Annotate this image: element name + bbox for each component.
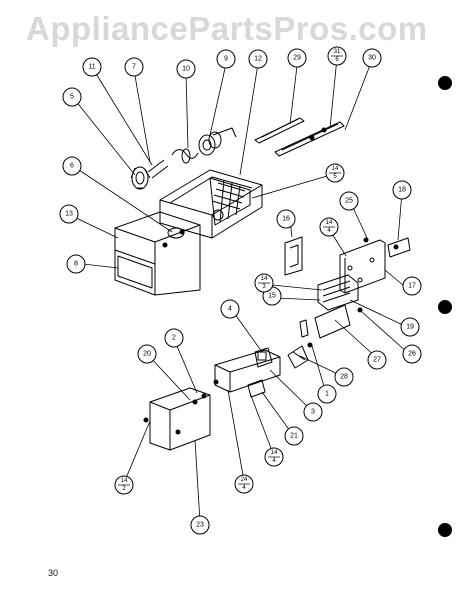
callout-29-label: 29 bbox=[293, 55, 301, 62]
callout-21-label: 21 bbox=[290, 433, 298, 440]
callout-1: 1 bbox=[317, 384, 337, 404]
callout-26-label: 26 bbox=[408, 351, 416, 358]
fraction-callout-24-4: 244 bbox=[234, 474, 254, 494]
callout-2-label: 2 bbox=[172, 335, 176, 342]
callout-18: 18 bbox=[392, 180, 412, 200]
callout-16: 16 bbox=[276, 209, 296, 229]
callout-12-label: 12 bbox=[254, 56, 262, 63]
fraction-14-4b-num: 14 bbox=[271, 450, 278, 456]
callout-13: 13 bbox=[59, 204, 79, 224]
fraction-callout-14-4-lower: 144 bbox=[264, 447, 284, 467]
fraction-14-4b-den: 4 bbox=[272, 458, 276, 464]
callout-3: 3 bbox=[303, 402, 323, 422]
callout-2: 2 bbox=[164, 328, 184, 348]
fraction-callout-14-5: 145 bbox=[325, 163, 345, 183]
callout-17-label: 17 bbox=[408, 283, 416, 290]
fraction-14-5-num: 14 bbox=[332, 166, 339, 172]
callout-6-label: 6 bbox=[70, 163, 74, 170]
fraction-31-6-den: 6 bbox=[335, 57, 339, 63]
binder-hole-bottom bbox=[438, 523, 452, 537]
callout-8: 8 bbox=[66, 254, 86, 274]
watermark: AppliancePartsPros.com bbox=[26, 10, 428, 47]
fraction-callout-14-3: 143 bbox=[254, 273, 274, 293]
control-module bbox=[143, 347, 281, 451]
callout-3-label: 3 bbox=[311, 409, 315, 416]
fraction-24-4-num: 24 bbox=[241, 477, 248, 483]
fraction-14-3-den: 3 bbox=[262, 284, 266, 290]
callout-16-label: 16 bbox=[282, 216, 290, 223]
fraction-14-4a-den: 4 bbox=[327, 228, 331, 234]
callout-18-label: 18 bbox=[398, 187, 406, 194]
fraction-14-2-den: 2 bbox=[122, 486, 126, 492]
leader-lines bbox=[71, 57, 409, 523]
callout-15-label: 15 bbox=[268, 293, 276, 300]
callout-7: 7 bbox=[124, 57, 144, 77]
callout-4-label: 4 bbox=[228, 306, 232, 313]
fraction-14-3-num: 14 bbox=[261, 276, 268, 282]
drive-gear-assembly bbox=[130, 127, 237, 190]
callout-20-label: 20 bbox=[143, 351, 151, 358]
callout-30: 30 bbox=[362, 48, 382, 68]
binder-hole-top bbox=[438, 76, 452, 90]
callout-1-label: 1 bbox=[325, 391, 329, 398]
ice-maker-body bbox=[159, 169, 263, 248]
callout-25: 25 bbox=[339, 191, 359, 211]
fraction-callout-14-2: 142 bbox=[114, 475, 134, 495]
callout-28-label: 28 bbox=[340, 374, 348, 381]
callout-27: 27 bbox=[367, 350, 387, 370]
callout-13-label: 13 bbox=[65, 211, 73, 218]
callout-10: 10 bbox=[176, 59, 196, 79]
callout-20: 20 bbox=[137, 344, 157, 364]
callout-28: 28 bbox=[334, 367, 354, 387]
callout-8-label: 8 bbox=[74, 261, 78, 268]
callout-23-label: 23 bbox=[196, 522, 204, 529]
callout-12: 12 bbox=[248, 49, 268, 69]
callout-21: 21 bbox=[284, 426, 304, 446]
callout-19: 19 bbox=[400, 317, 420, 337]
callout-11: 11 bbox=[82, 57, 102, 77]
callout-10-label: 10 bbox=[182, 66, 190, 73]
fraction-14-4a-num: 14 bbox=[326, 220, 333, 226]
callout-23: 23 bbox=[190, 515, 210, 535]
callout-11-label: 11 bbox=[88, 64, 95, 71]
page-number: 30 bbox=[48, 568, 59, 578]
callout-9: 9 bbox=[216, 49, 236, 69]
callout-4: 4 bbox=[220, 299, 240, 319]
callout-26: 26 bbox=[402, 344, 422, 364]
callout-29: 29 bbox=[287, 48, 307, 68]
callout-17: 17 bbox=[402, 276, 422, 296]
callout-19-label: 19 bbox=[406, 324, 414, 331]
callout-6: 6 bbox=[62, 156, 82, 176]
callout-9-label: 9 bbox=[224, 56, 228, 63]
fraction-callout-14-4-upper: 144 bbox=[319, 217, 339, 237]
fraction-31-6-num: 31 bbox=[334, 49, 341, 55]
rail-parts bbox=[254, 117, 345, 157]
callout-25-label: 25 bbox=[345, 198, 353, 205]
callout-5-label: 5 bbox=[70, 94, 74, 101]
fraction-14-5-den: 5 bbox=[333, 174, 337, 180]
switch-harness bbox=[287, 304, 351, 369]
callout-30-label: 30 bbox=[368, 55, 376, 62]
callout-27-label: 27 bbox=[373, 357, 381, 364]
bracket-assembly bbox=[284, 236, 411, 313]
binder-hole-middle bbox=[438, 300, 452, 314]
front-cover-housing bbox=[114, 211, 201, 296]
fraction-24-4-den: 4 bbox=[242, 485, 246, 491]
fraction-14-2-num: 14 bbox=[121, 478, 128, 484]
callout-5: 5 bbox=[62, 87, 82, 107]
callout-group: 11 7 10 9 12 29 30 5 6 13 8 25 18 16 17 … bbox=[59, 46, 422, 535]
callout-7-label: 7 bbox=[132, 64, 136, 71]
fraction-callout-31-6: 316 bbox=[327, 46, 347, 66]
